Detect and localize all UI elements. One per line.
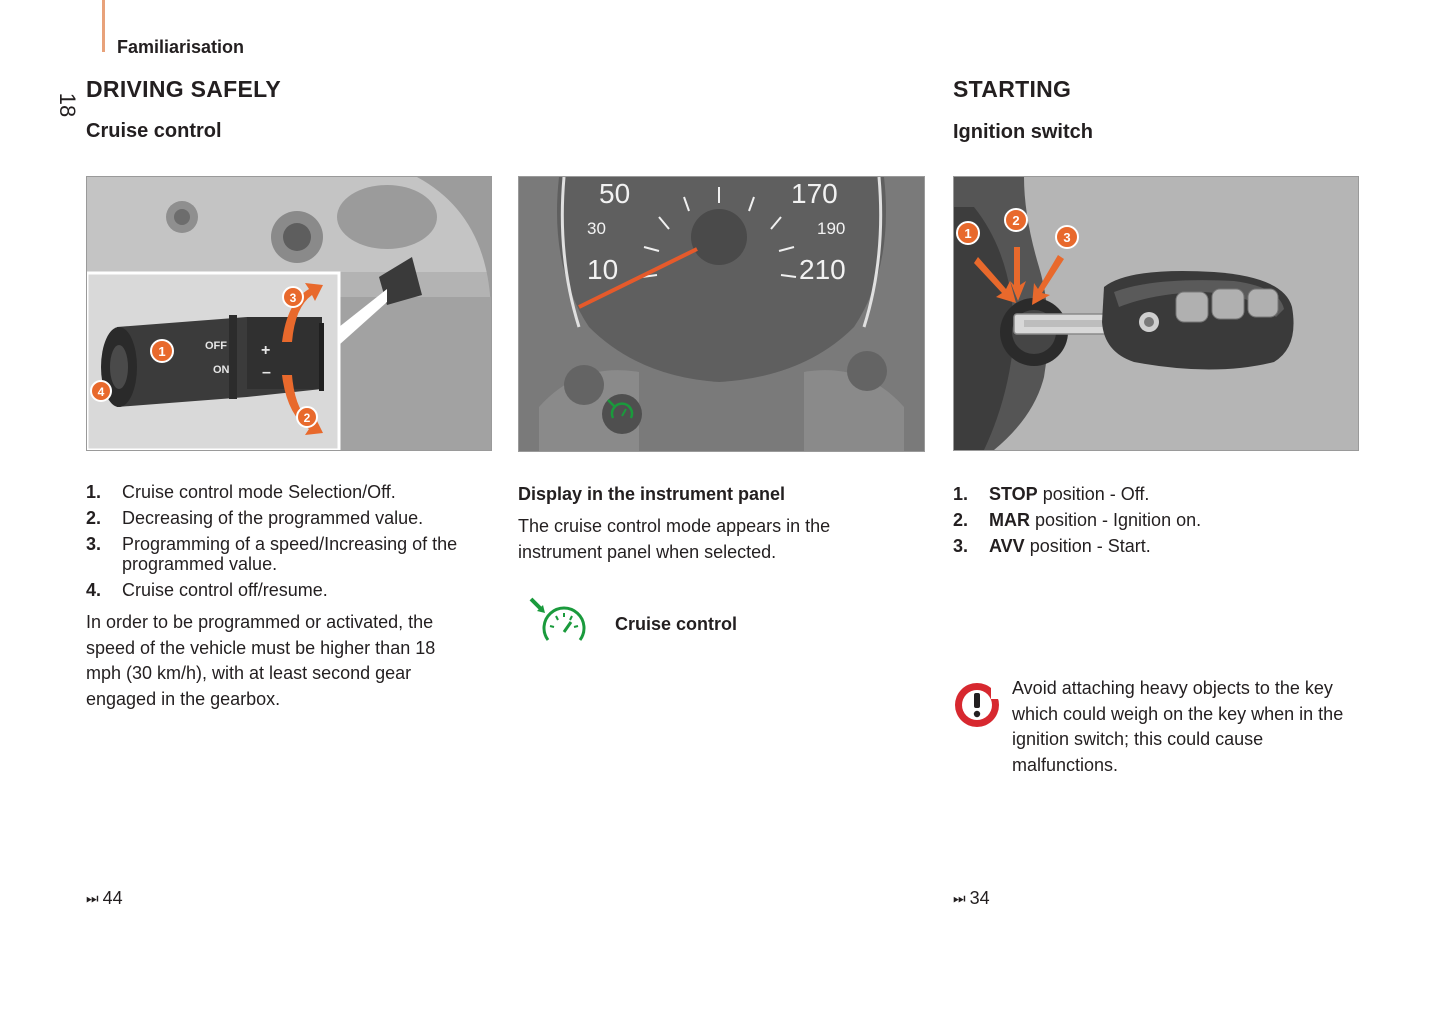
callout-4: 4 bbox=[90, 380, 112, 402]
stalk-plus-label: + bbox=[261, 342, 270, 359]
driving-safely-title: DRIVING SAFELY bbox=[86, 76, 282, 102]
callout-2: 2 bbox=[296, 406, 318, 428]
instrument-panel-figure: 50 30 10 170 190 210 bbox=[518, 176, 925, 452]
cruise-control-indicator-lamp bbox=[607, 399, 634, 419]
callout-3: 3 bbox=[282, 286, 304, 308]
cruise-control-list: 1.Cruise control mode Selection/Off. 2.D… bbox=[86, 482, 496, 606]
ignition-switch-figure: 1 2 3 bbox=[953, 176, 1359, 451]
list-item: 4.Cruise control off/resume. bbox=[86, 580, 328, 600]
instrument-panel-heading: Display in the instrument panel bbox=[518, 484, 786, 504]
section-label: Familiarisation bbox=[117, 37, 245, 57]
list-item: 2.MAR position - Ignition on. bbox=[953, 510, 1202, 530]
stalk-on-label: ON bbox=[213, 364, 230, 376]
callout-1: 1 bbox=[956, 221, 980, 245]
ignition-switch-subtitle: Ignition switch bbox=[953, 121, 1093, 143]
callout-3: 3 bbox=[1055, 225, 1079, 249]
page-number: 18 bbox=[55, 92, 80, 118]
svg-text:2: 2 bbox=[1012, 213, 1019, 228]
dial-label-190: 190 bbox=[817, 219, 845, 238]
skip-forward-icon: ⏭ bbox=[86, 890, 99, 906]
stalk-off-label: OFF bbox=[205, 340, 227, 352]
dial-label-10: 10 bbox=[587, 254, 618, 285]
page-reference-34[interactable]: ⏭ 34 bbox=[953, 888, 990, 908]
dial-label-210: 210 bbox=[799, 254, 846, 285]
skip-forward-icon: ⏭ bbox=[953, 890, 966, 906]
speed-requirement-paragraph: In order to be programmed or activated, … bbox=[86, 612, 436, 709]
dial-label-170: 170 bbox=[791, 178, 838, 209]
svg-text:1: 1 bbox=[158, 344, 165, 359]
list-item: 3.AVV position - Start. bbox=[953, 536, 1151, 556]
cruise-control-indicator-label: Cruise control bbox=[615, 614, 738, 634]
dial-label-30: 30 bbox=[587, 219, 606, 238]
warning-icon bbox=[953, 681, 1001, 729]
list-item: 2.Decreasing of the programmed value. bbox=[86, 508, 424, 528]
ignition-positions-list: 1.STOP position - Off. 2.MAR position - … bbox=[953, 484, 1353, 562]
list-item: 1.STOP position - Off. bbox=[953, 484, 1150, 504]
section-accent-bar bbox=[102, 0, 105, 52]
svg-text:3: 3 bbox=[290, 291, 297, 305]
dial-label-50: 50 bbox=[599, 178, 630, 209]
svg-text:2: 2 bbox=[304, 411, 311, 425]
cruise-control-icon bbox=[528, 596, 588, 648]
list-item: 3.Programming of a speed/Increasing of t… bbox=[86, 534, 458, 574]
page-reference-44[interactable]: ⏭ 44 bbox=[86, 888, 123, 908]
callout-2: 2 bbox=[1004, 208, 1028, 232]
cruise-stalk-figure: OFF ON + – 1 2 3 4 bbox=[86, 176, 492, 451]
key-warning-text: Avoid attaching heavy objects to the key… bbox=[1012, 678, 1344, 775]
instrument-panel-paragraph: The cruise control mode appears in the i… bbox=[518, 516, 831, 562]
svg-text:4: 4 bbox=[98, 385, 105, 399]
cruise-control-subtitle: Cruise control bbox=[86, 120, 222, 142]
callout-1: 1 bbox=[150, 339, 174, 363]
svg-text:3: 3 bbox=[1063, 230, 1070, 245]
svg-text:1: 1 bbox=[964, 226, 971, 241]
starting-title: STARTING bbox=[953, 76, 1072, 102]
stalk-minus-label: – bbox=[262, 364, 271, 381]
list-item: 1.Cruise control mode Selection/Off. bbox=[86, 482, 396, 502]
